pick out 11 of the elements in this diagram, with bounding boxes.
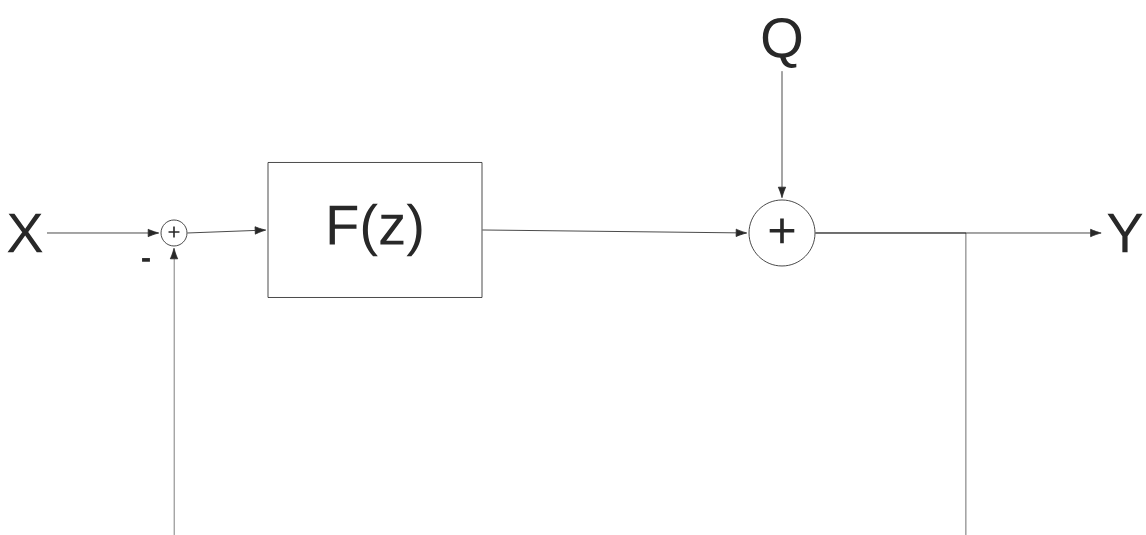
arrow — [482, 228, 748, 237]
block-box: F(z) — [267, 162, 483, 298]
signal-label: Y — [1107, 213, 1143, 253]
summing-junction: + — [160, 219, 188, 247]
signal-label: Q — [762, 18, 802, 68]
arrow — [187, 226, 267, 235]
sign-label: - — [142, 258, 150, 262]
signal-label: X — [7, 213, 43, 253]
arrow — [46, 228, 160, 238]
arrow — [777, 70, 787, 199]
summing-junction: + — [748, 199, 816, 267]
